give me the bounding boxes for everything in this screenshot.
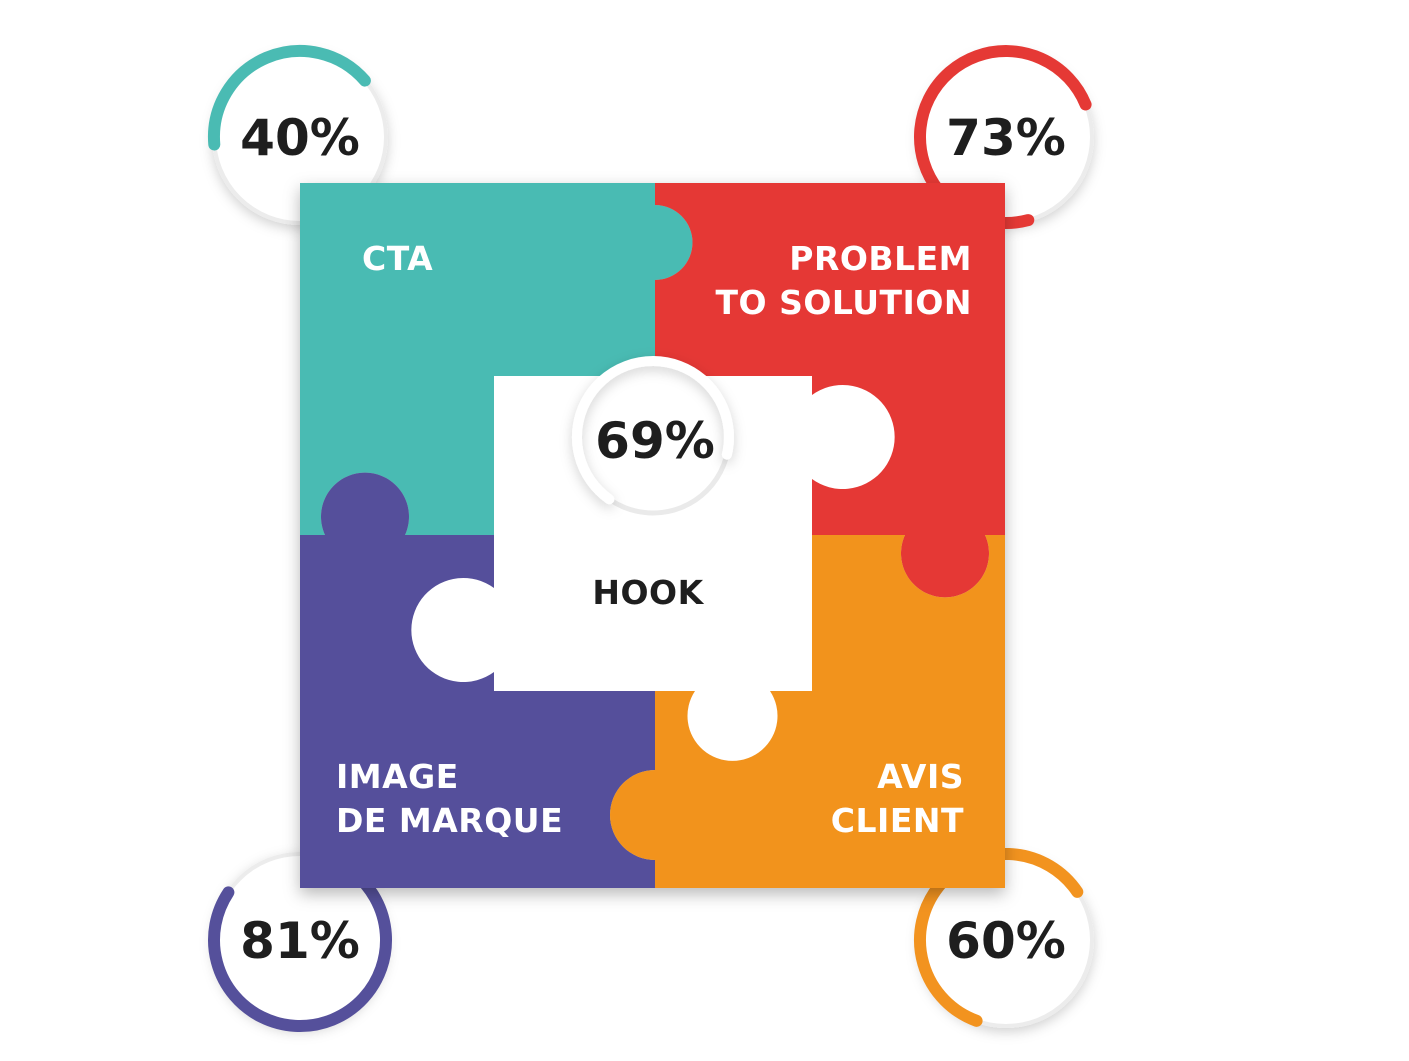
percent-label-image: 81% bbox=[240, 912, 360, 970]
gauge-arc-image bbox=[208, 849, 392, 1033]
label-avis-line2: CLIENT bbox=[831, 801, 964, 840]
label-image-line1: IMAGE bbox=[336, 757, 459, 796]
percent-label-problem: 73% bbox=[946, 109, 1066, 167]
label-problem-line1: PROBLEM bbox=[789, 239, 972, 278]
percent-label-hook: 69% bbox=[595, 412, 715, 470]
label-cta: CTA bbox=[362, 239, 433, 278]
percent-label-avis: 60% bbox=[946, 912, 1066, 970]
label-avis-line1: AVIS bbox=[877, 757, 964, 796]
percent-label-cta: 40% bbox=[240, 109, 360, 167]
puzzle-piece-hook bbox=[411, 376, 895, 761]
gauge-arc-cta bbox=[207, 45, 371, 151]
label-hook: HOOK bbox=[592, 573, 704, 612]
gauge-hook: 69% bbox=[571, 356, 734, 516]
label-image-line2: DE MARQUE bbox=[336, 801, 563, 840]
gauge-cta: 40% bbox=[207, 45, 388, 225]
label-problem-line2: TO SOLUTION bbox=[716, 283, 972, 322]
gauge-arc-hook bbox=[571, 356, 734, 505]
